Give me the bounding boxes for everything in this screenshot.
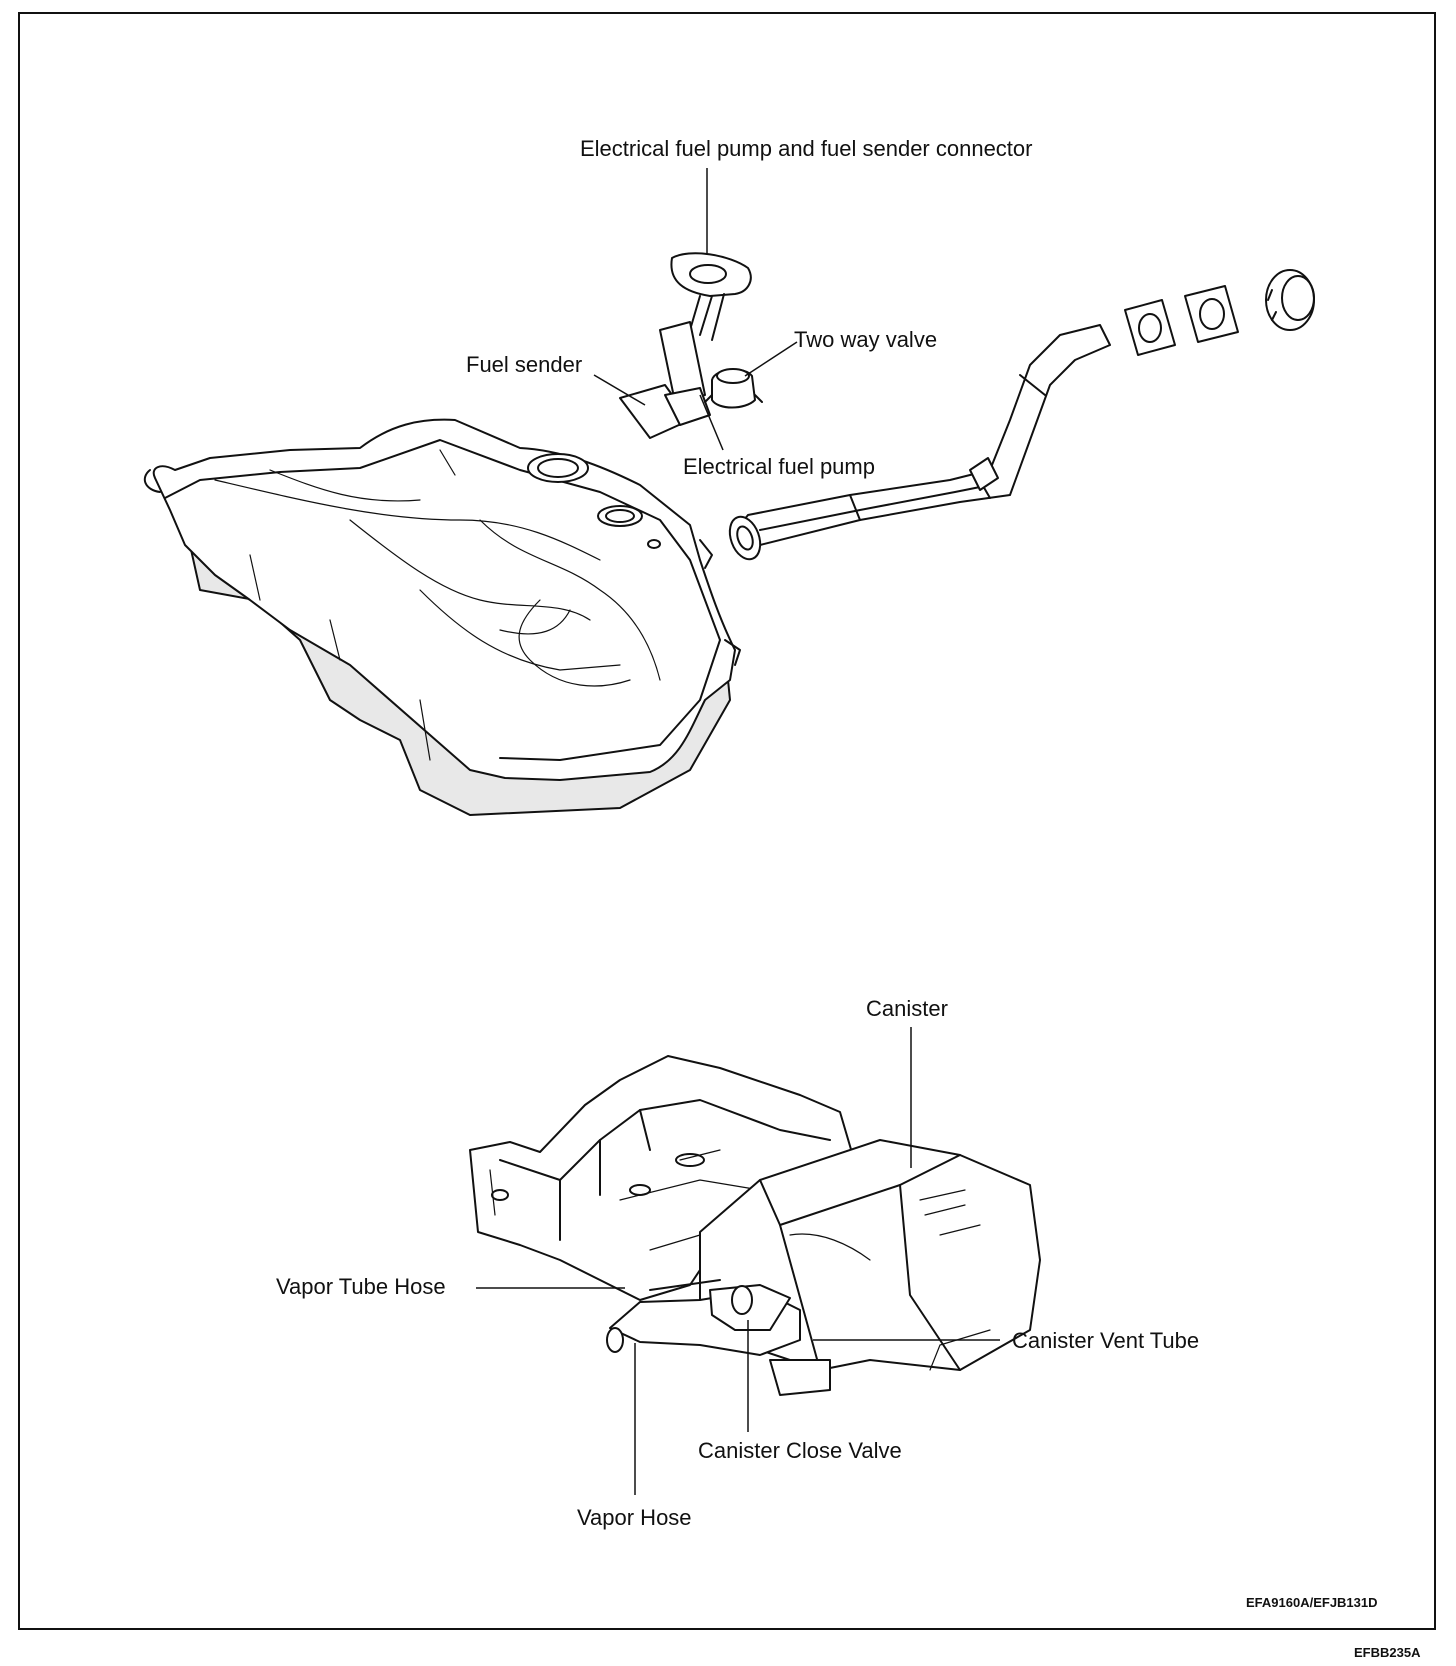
filler-neck <box>728 269 1315 561</box>
label-electrical-fuel-pump: Electrical fuel pump <box>683 454 875 479</box>
gasket-plate <box>1124 299 1176 356</box>
label-pump-connector: Electrical fuel pump and fuel sender con… <box>580 136 1033 161</box>
canister-hoses <box>606 1279 831 1396</box>
label-vapor-tube-hose: Vapor Tube Hose <box>276 1274 446 1299</box>
label-canister: Canister <box>866 996 948 1021</box>
label-fuel-sender: Fuel sender <box>466 352 583 377</box>
valve-opening <box>597 505 643 527</box>
tank-upper-shell <box>152 418 736 781</box>
retainer-plate <box>1184 285 1239 343</box>
fuel-tank <box>143 418 741 816</box>
figure-code-outer: EFBB235A <box>1354 1645 1421 1660</box>
label-canister-close-valve: Canister Close Valve <box>698 1438 902 1463</box>
pump-body <box>659 321 706 403</box>
pump-flange <box>670 252 752 297</box>
figure-border <box>18 12 1436 1630</box>
two-way-valve <box>704 368 763 409</box>
leader-lines <box>476 168 1000 1495</box>
label-vapor-hose: Vapor Hose <box>577 1505 692 1530</box>
figure-code-inner: EFA9160A/EFJB131D <box>1246 1595 1378 1610</box>
canister-tray <box>469 1055 861 1301</box>
label-canister-vent-tube: Canister Vent Tube <box>1012 1328 1200 1353</box>
label-two-way-valve: Two way valve <box>794 327 938 352</box>
fuel-pump-module <box>619 252 752 439</box>
